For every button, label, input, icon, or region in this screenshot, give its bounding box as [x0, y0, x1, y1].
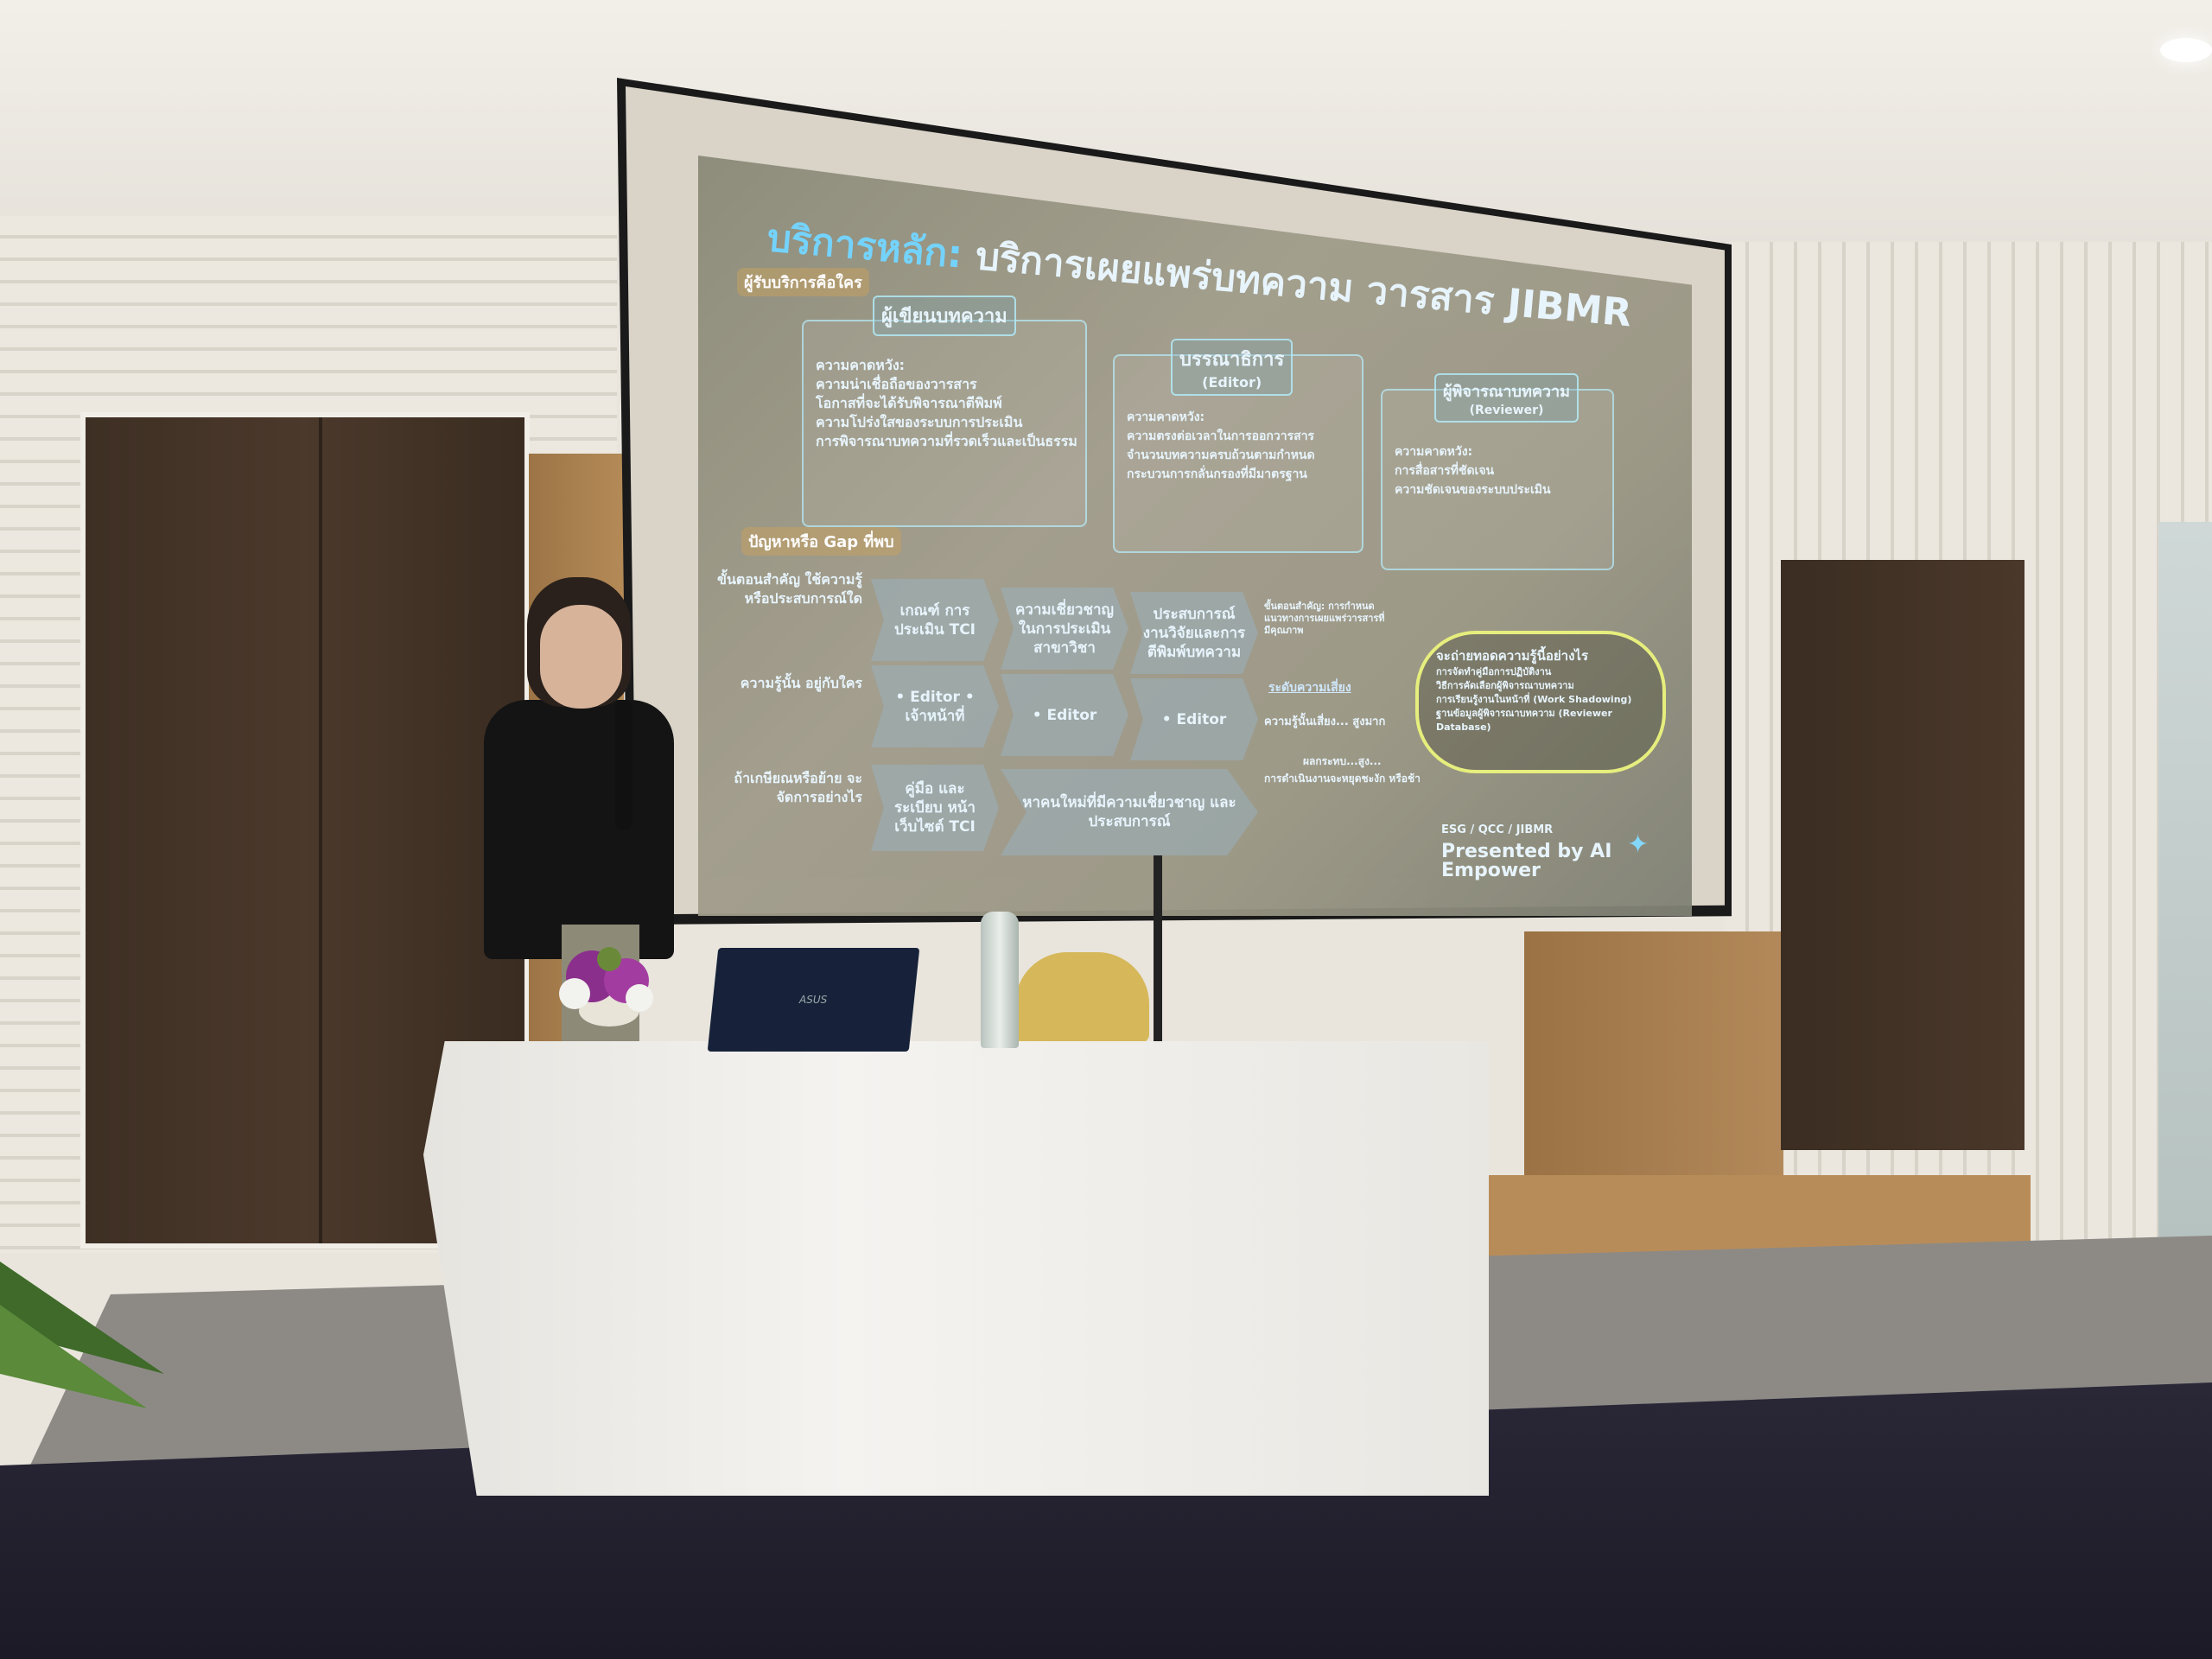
- card-item: กระบวนการกลั่นกรองที่มีมาตรฐาน: [1127, 467, 1307, 481]
- table-cloth: [423, 1041, 1489, 1496]
- fix-chevron: หาคนใหม่ที่มีความเชี่ยวชาญ และประสบการณ์: [1001, 769, 1258, 855]
- card-label: ความคาดหวัง:: [1395, 445, 1473, 459]
- holder-chevron: • Editor • เจ้าหน้าที่: [871, 665, 999, 747]
- footer-credit: Presented by AI Empower: [1441, 841, 1612, 881]
- key-step: ขั้นตอนสำคัญ: การกำหนดแนวทางการเผยแพร่วา…: [1264, 601, 1385, 636]
- card-item: จำนวนบทความครบถ้วนตามกำหนด: [1127, 448, 1315, 462]
- step-chevron: เกณฑ์ การประเมิน TCI: [871, 579, 999, 661]
- card-item: การพิจารณาบทความที่รวดเร็วและเป็นธรรม: [816, 433, 1077, 449]
- card-reviewer: ผู้พิจารณาบทความ (Reviewer) ความคาดหวัง: …: [1381, 373, 1614, 570]
- transfer-box: จะถ่ายทอดความรู้นี้อย่างไร การจัดทำคู่มื…: [1415, 631, 1666, 773]
- laptop-logo: ASUS: [799, 994, 828, 1006]
- card-head: ผู้เขียนบทความ: [873, 296, 1016, 336]
- tag-who: ผู้รับบริการคือใคร: [737, 268, 869, 296]
- tag-gap: ปัญหาหรือ Gap ที่พบ: [741, 527, 901, 556]
- row-label: ขั้นตอนสำคัญ ใช้ความรู้หรือประสบการณ์ใด: [717, 571, 862, 607]
- card-item: ความโปร่งใสของระบบการประเมิน: [816, 414, 1023, 430]
- row-label: ถ้าเกษียณหรือย้าย จะจัดการอย่างไร: [734, 770, 862, 805]
- footer-tags: ESG / QCC / JIBMR: [1441, 823, 1554, 836]
- card-editor: บรรณาธิการ (Editor) ความคาดหวัง: ความตรงต…: [1113, 339, 1363, 553]
- glass-door: [2158, 522, 2212, 1244]
- flower-arrangement: [559, 947, 653, 1027]
- step-chevron: ประสบการณ์ งานวิจัยและการ ตีพิมพ์บทความ: [1130, 592, 1258, 674]
- risk-title: ระดับความเสี่ยง: [1268, 681, 1351, 695]
- card-author: ผู้เขียนบทความ ความคาดหวัง: ความน่าเชื่อ…: [802, 296, 1087, 527]
- card-body: ความคาดหวัง: การสื่อสารที่ชัดเจน ความชัด…: [1395, 442, 1551, 499]
- panel-seam: [319, 417, 322, 1243]
- transfer-item: ฐานข้อมูลผู้พิจารณาบทความ (Reviewer Data…: [1436, 708, 1612, 733]
- card-head-text: ผู้พิจารณาบทความ: [1443, 383, 1570, 401]
- card-sub: (Reviewer): [1469, 404, 1544, 417]
- holder-chevron: • Editor: [1130, 678, 1258, 760]
- transfer-item: การจัดทำคู่มือการปฏิบัติงาน: [1436, 666, 1552, 677]
- risk-impact: ผลกระทบ...สูง...: [1303, 755, 1382, 767]
- presentation-slide: บริการหลัก: บริการเผยแพร่บทความ วารสาร J…: [698, 156, 1692, 916]
- right-wall-panel: [1781, 560, 2024, 1150]
- card-label: ความคาดหวัง:: [1127, 410, 1205, 424]
- chair: [1015, 952, 1149, 1043]
- card-item: ความชัดเจนของระบบประเมิน: [1395, 483, 1551, 497]
- card-head: ผู้พิจารณาบทความ (Reviewer): [1434, 373, 1579, 423]
- presenter-body: [484, 700, 674, 959]
- risk-level: ความรู้นั้นเสี่ยง... สูงมาก: [1264, 715, 1386, 728]
- card-head-text: บรรณาธิการ: [1179, 349, 1285, 371]
- risk-note: การดำเนินงานจะหยุดชะงัก หรือช้า: [1264, 772, 1421, 785]
- card-item: การสื่อสารที่ชัดเจน: [1395, 464, 1495, 478]
- mic-stand: [1154, 855, 1162, 1046]
- row-label: ความรู้นั้น อยู่กับใคร: [740, 675, 862, 691]
- card-label: ความคาดหวัง:: [816, 357, 906, 373]
- plant: [0, 1262, 164, 1408]
- transfer-item: การเรียนรู้งานในหน้าที่ (Work Shadowing): [1436, 694, 1632, 705]
- step-chevron: ความเชี่ยวชาญ ในการประเมิน สาขาวิชา: [1001, 588, 1128, 670]
- card-body: ความคาดหวัง: ความตรงต่อเวลาในการออกวารสา…: [1127, 408, 1315, 484]
- card-item: โอกาสที่จะได้รับพิจารณาตีพิมพ์: [816, 395, 1002, 411]
- water-bottle: [981, 912, 1019, 1048]
- holder-chevron: • Editor: [1001, 674, 1128, 756]
- microphone: [615, 700, 632, 830]
- fix-chevron: คู่มือ และระเบียบ หน้าเว็บไซต์ TCI: [871, 765, 999, 851]
- transfer-item: วิธีการคัดเลือกผู้พิจารณาบทความ: [1436, 680, 1574, 691]
- card-sub: (Editor): [1202, 374, 1262, 391]
- ceiling-light: [2160, 38, 2212, 62]
- sparkle-icon: ✦: [1627, 830, 1649, 860]
- transfer-title: จะถ่ายทอดความรู้นี้อย่างไร: [1436, 648, 1589, 664]
- card-item: ความตรงต่อเวลาในการออกวารสาร: [1127, 429, 1315, 443]
- card-item: ความน่าเชื่อถือของวารสาร: [816, 376, 977, 392]
- presenter-face: [540, 605, 622, 709]
- card-body: ความคาดหวัง: ความน่าเชื่อถือของวารสาร โอ…: [816, 356, 1077, 451]
- card-head: บรรณาธิการ (Editor): [1171, 339, 1294, 396]
